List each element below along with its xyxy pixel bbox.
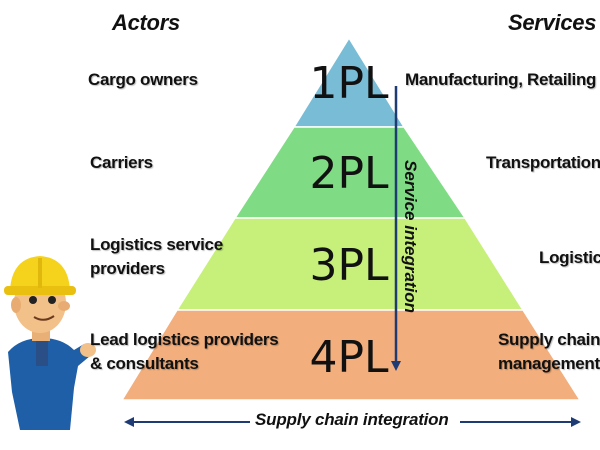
- actor-label-line2: providers: [90, 259, 165, 278]
- service-logistics: Logistics: [539, 246, 600, 270]
- actor-cargo-owners: Cargo owners: [88, 68, 198, 92]
- service-label-line1: Supply chain: [498, 330, 600, 349]
- service-integration-label: Service integration: [401, 160, 420, 313]
- service-label: Manufacturing, Retailing: [405, 70, 597, 89]
- actor-logistics-service-providers: Logistics service providers: [90, 233, 223, 281]
- actor-label-line1: Lead logistics providers: [90, 330, 279, 349]
- actor-label-line1: Logistics service: [90, 235, 223, 254]
- level-label-3pl: 3PL: [309, 240, 389, 291]
- supply-chain-integration-label: Supply chain integration: [255, 410, 449, 429]
- service-transportation: Transportation: [486, 151, 600, 175]
- construction-worker-icon: [4, 256, 96, 430]
- service-label: Logistics: [539, 248, 600, 267]
- service-label-line2: management: [498, 354, 600, 373]
- service-label: Transportation: [486, 153, 600, 172]
- level-label-1pl: 1PL: [309, 58, 389, 109]
- actor-carriers: Carriers: [90, 151, 153, 175]
- actor-label: Cargo owners: [88, 70, 198, 89]
- services-header: Services: [508, 10, 597, 35]
- service-supply-chain-management: Supply chain management: [498, 328, 600, 376]
- level-label-2pl: 2PL: [309, 148, 389, 199]
- actor-label-line2: & consultants: [90, 354, 199, 373]
- service-manufacturing-retailing: Manufacturing, Retailing: [405, 68, 596, 92]
- actor-label: Carriers: [90, 153, 153, 172]
- pyramid-tier-4pl: [120, 309, 582, 401]
- actor-lead-logistics-providers: Lead logistics providers & consultants: [90, 328, 279, 376]
- level-label-4pl: 4PL: [309, 332, 389, 383]
- actors-header: Actors: [112, 10, 180, 35]
